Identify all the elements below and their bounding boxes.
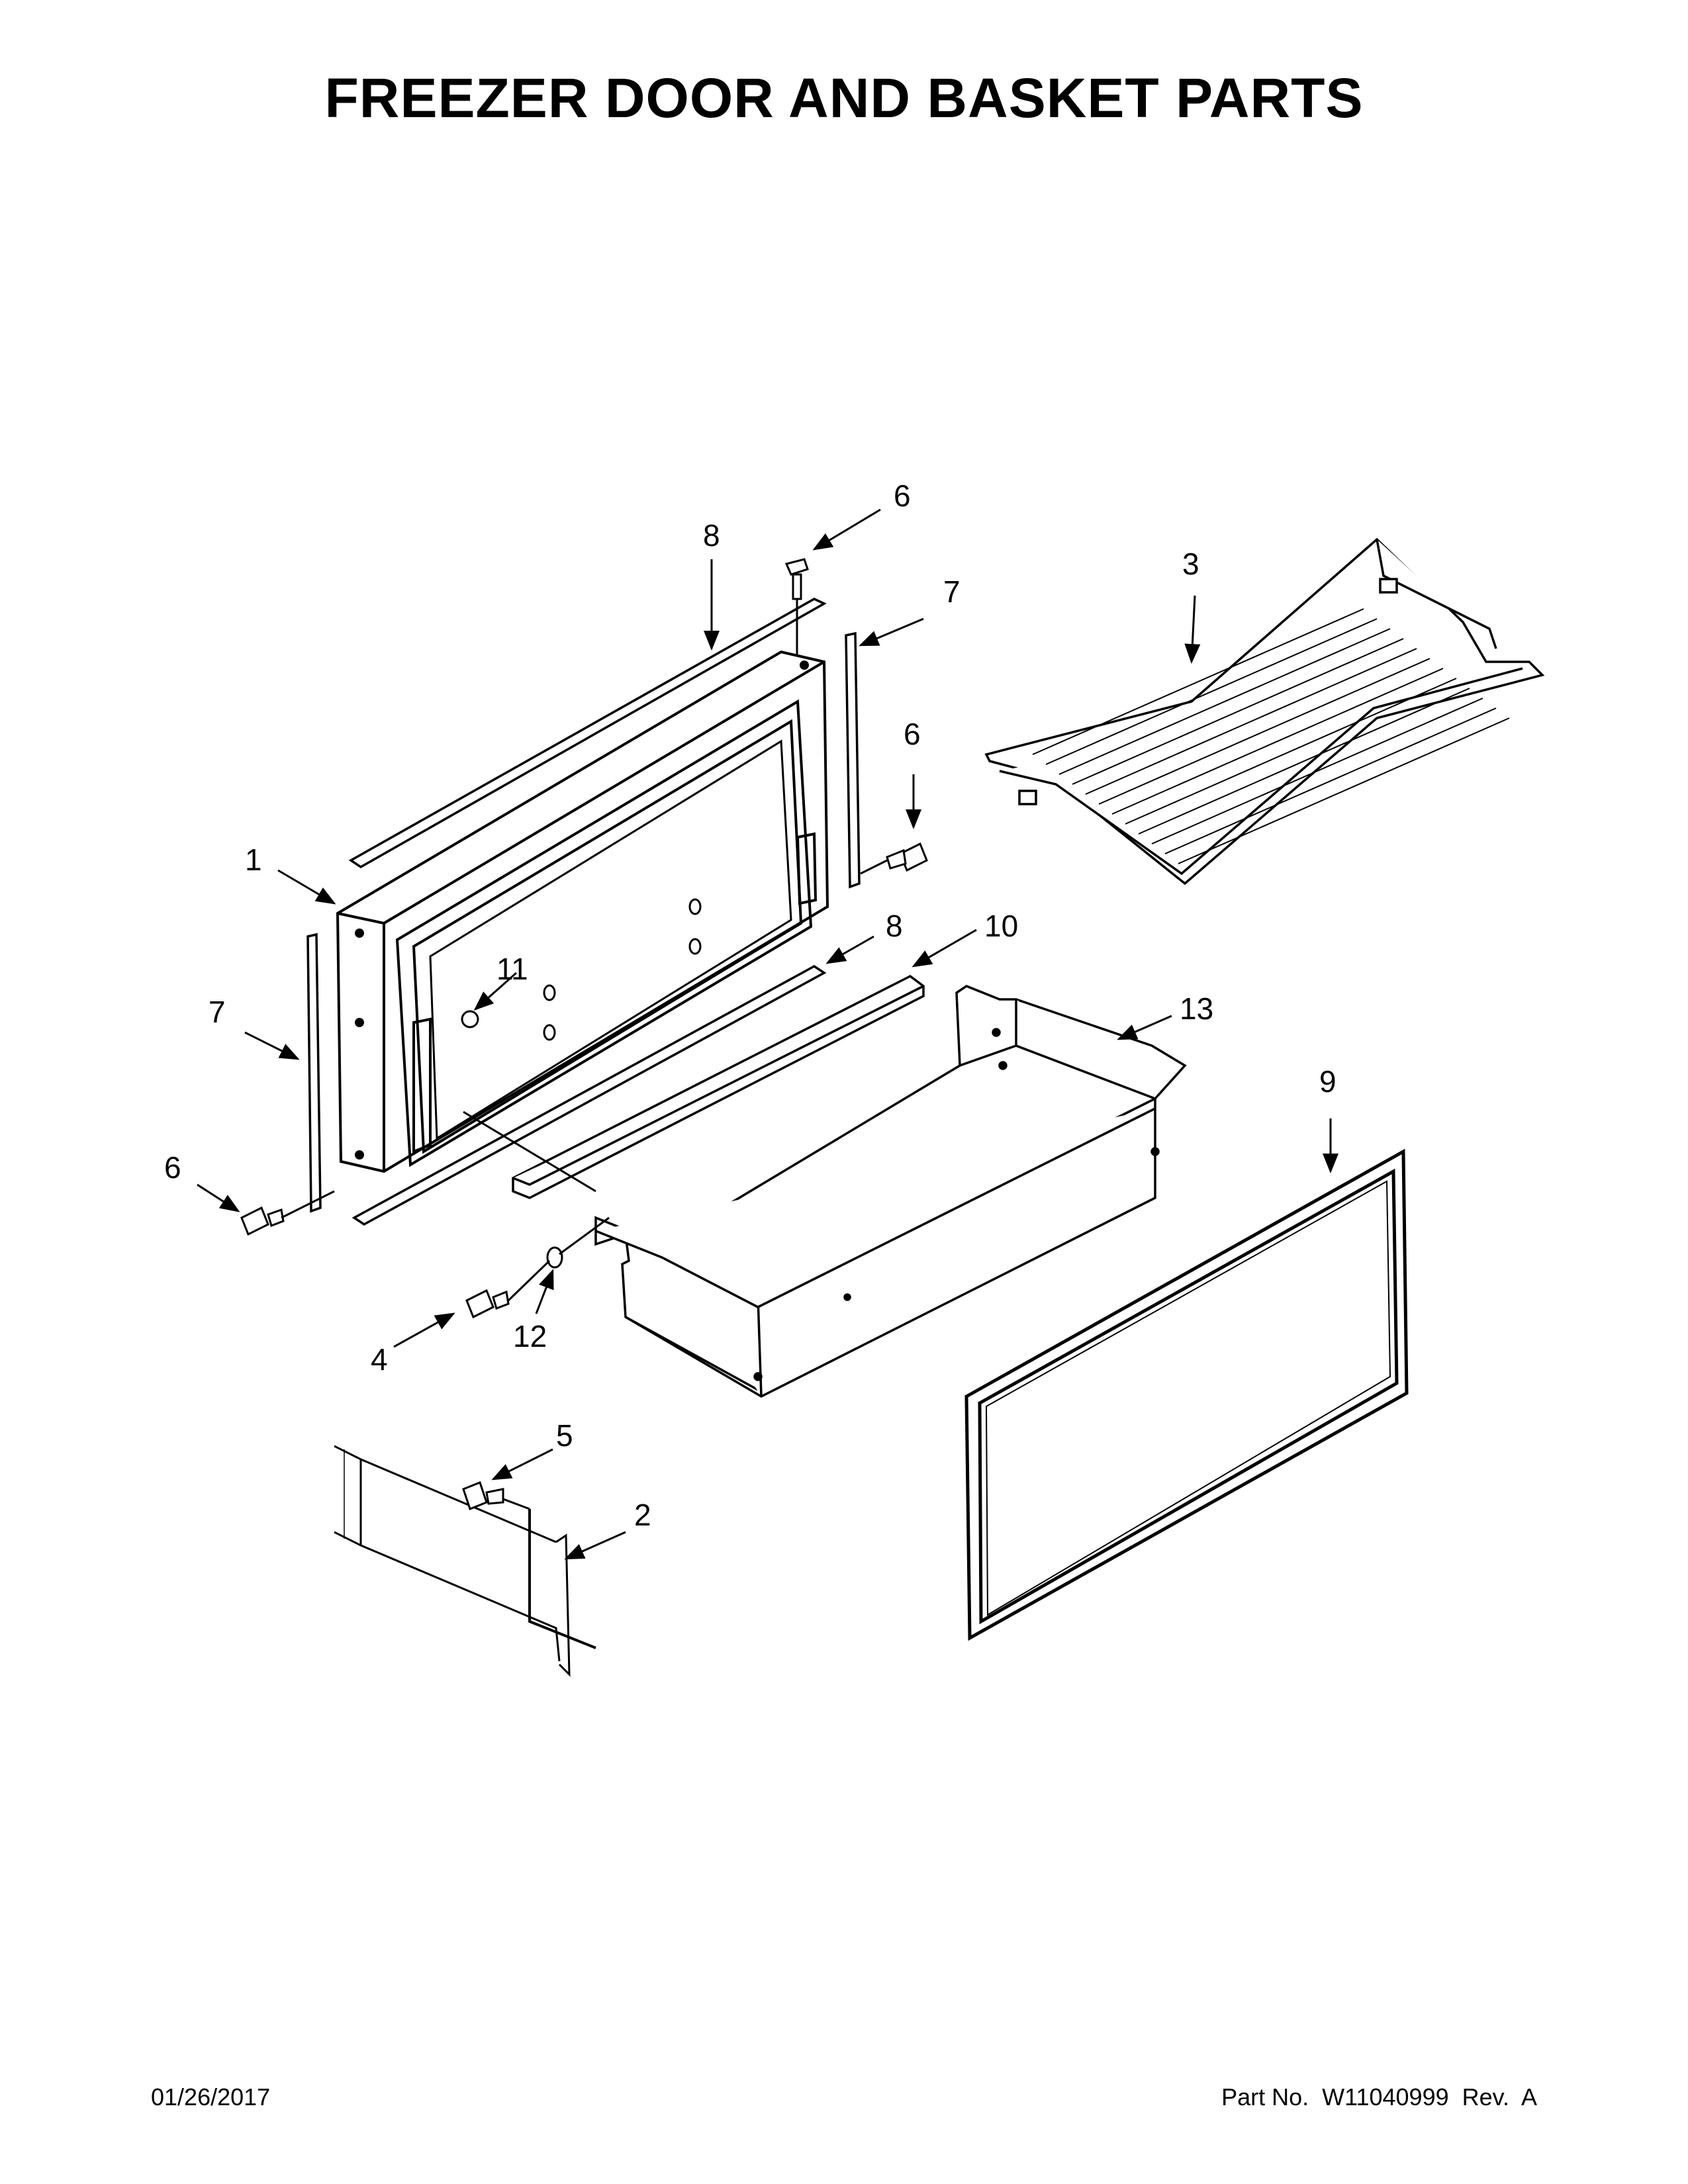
door-gasket-part	[964, 1148, 1409, 1641]
callout-5: 5	[556, 1418, 573, 1453]
callout-arrows	[197, 508, 1338, 1560]
callout-10: 10	[984, 909, 1018, 943]
callout-7-right: 7	[943, 574, 961, 609]
screw-icon	[886, 842, 928, 872]
callout-2: 2	[634, 1498, 651, 1532]
freezer-basket-part	[594, 985, 1187, 1398]
nut-icon	[461, 1010, 479, 1028]
callout-8-top: 8	[703, 518, 720, 553]
front-panel-part	[334, 1445, 596, 1677]
washer-icon	[546, 1246, 563, 1269]
callout-11: 11	[496, 952, 528, 986]
callout-4: 4	[371, 1342, 388, 1377]
door-frame-part	[336, 650, 829, 1173]
callout-7-left: 7	[209, 995, 226, 1029]
screw-icon	[462, 1481, 504, 1510]
screw-fasteners	[240, 558, 928, 1510]
footer-date: 01/26/2017	[151, 2083, 271, 2111]
callout-12: 12	[513, 1319, 547, 1353]
callout-labels: 6 8 7 3 6 1 7 6 11 8 10 13 9 12 4 5 2	[164, 478, 1336, 1532]
callout-6-top: 6	[894, 478, 911, 513]
callout-3: 3	[1182, 547, 1199, 581]
footer-part-number: Part No. W11040999 Rev. A	[1221, 2083, 1537, 2111]
page-title: FREEZER DOOR AND BASKET PARTS	[324, 67, 1364, 129]
screw-icon	[465, 1289, 510, 1319]
freezer-tray-part	[984, 537, 1545, 886]
callout-9: 9	[1319, 1064, 1336, 1099]
callout-1: 1	[245, 842, 262, 877]
callout-6-left: 6	[164, 1150, 181, 1185]
callout-8-bottom: 8	[886, 909, 903, 943]
screw-icon	[240, 1206, 285, 1236]
assembly-leader-lines	[281, 599, 888, 1510]
callout-13: 13	[1180, 991, 1213, 1026]
screw-icon	[784, 558, 809, 600]
callout-6-right: 6	[904, 717, 921, 751]
trim-strip-parts	[306, 598, 925, 1226]
